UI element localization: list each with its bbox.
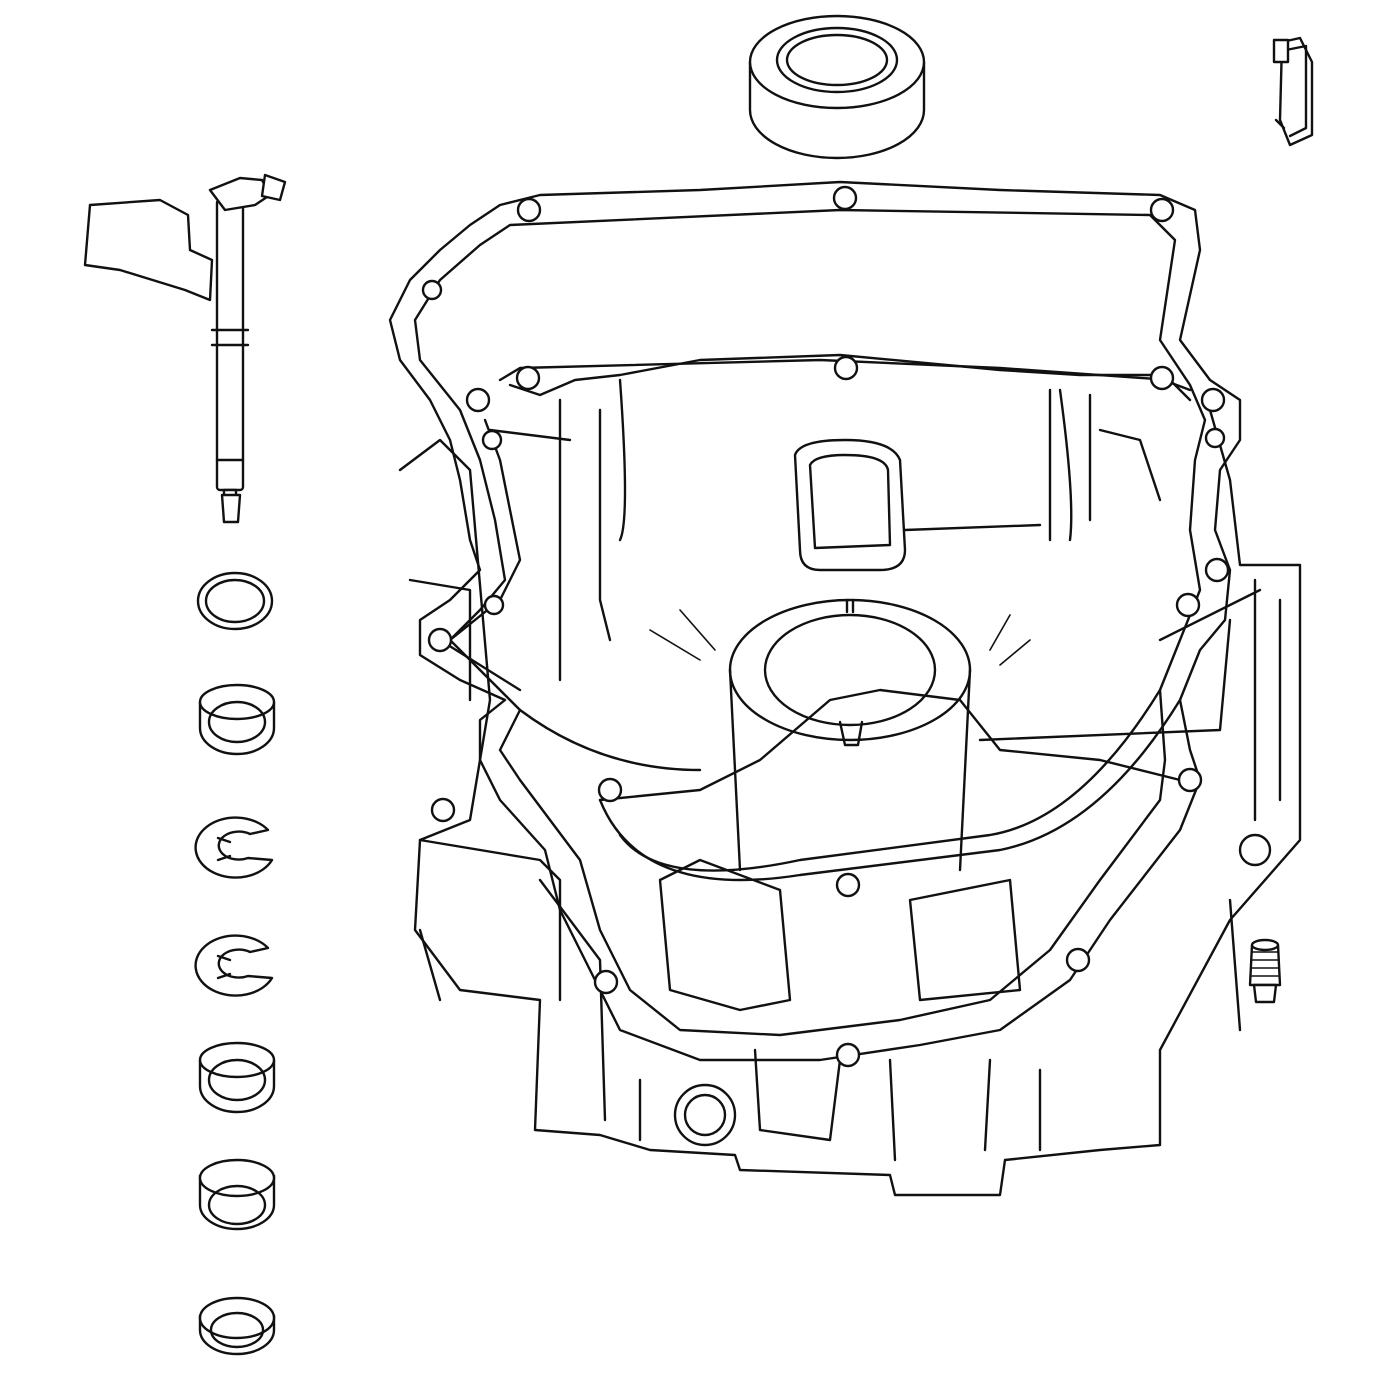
bushing-icon <box>198 1158 276 1231</box>
gasket-icon <box>388 180 1242 1062</box>
bushing-icon <box>198 1041 276 1114</box>
drain-plug-icon <box>1248 938 1282 1004</box>
bushing-icon <box>198 683 276 756</box>
e-clip-icon <box>194 934 274 997</box>
oil-seal-icon <box>748 14 926 160</box>
washer-icon <box>196 571 274 631</box>
bushing-icon <box>198 1296 276 1356</box>
breather-valve-icon <box>1272 36 1314 147</box>
crankcase-cover-icon <box>398 353 1302 1197</box>
governor-shaft-icon <box>83 173 287 524</box>
bolt-holes <box>421 185 1230 1068</box>
e-clip-icon <box>194 816 274 879</box>
